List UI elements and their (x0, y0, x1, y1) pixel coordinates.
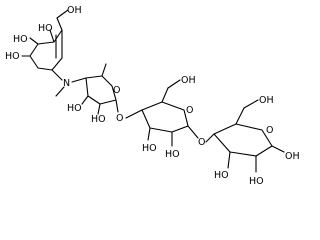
ring1-oh-c-label: HO (5, 51, 20, 62)
ring-3-pyranose (125, 79, 199, 147)
ring3-oh-b-label: HO (165, 149, 180, 160)
ring3-oh-a-label: HO (142, 143, 157, 154)
ring2-link-o-label: O (116, 113, 123, 124)
ring4-oh-a-label: HO (214, 170, 229, 181)
amine-n-label: N (63, 78, 70, 89)
ring1-ch2oh-label: OH (67, 5, 82, 16)
ring4-ring-o-label: O (266, 125, 273, 136)
ring3-ring-o-label: O (186, 105, 193, 116)
molecule-svg: OH HO HO HO N O HO HO O OH O HO HO O (5, 5, 300, 187)
ring2-ring-o-label: O (113, 85, 120, 96)
ring4-anomeric-oh-label: OH (285, 151, 300, 162)
structure-diagram: OH HO HO HO N O HO HO O OH O HO HO O (5, 5, 300, 187)
ring3-ch2oh-label: OH (181, 75, 196, 86)
ring1-oh-a-label: HO (38, 23, 53, 34)
ring-4-pyranose (205, 99, 285, 173)
ring1-oh-b-label: HO (13, 34, 28, 45)
ring4-oh-b-label: HO (249, 176, 264, 187)
ring2-oh-b-label: HO (91, 114, 106, 125)
amine-bonds (55, 77, 87, 97)
ring-cyclohexene (21, 9, 69, 81)
ring2-oh-a-label: HO (67, 103, 82, 114)
ring-2-pyranose (81, 63, 119, 115)
ring3-link-o-label: O (198, 137, 205, 148)
ring4-ch2oh-label: OH (259, 95, 274, 106)
